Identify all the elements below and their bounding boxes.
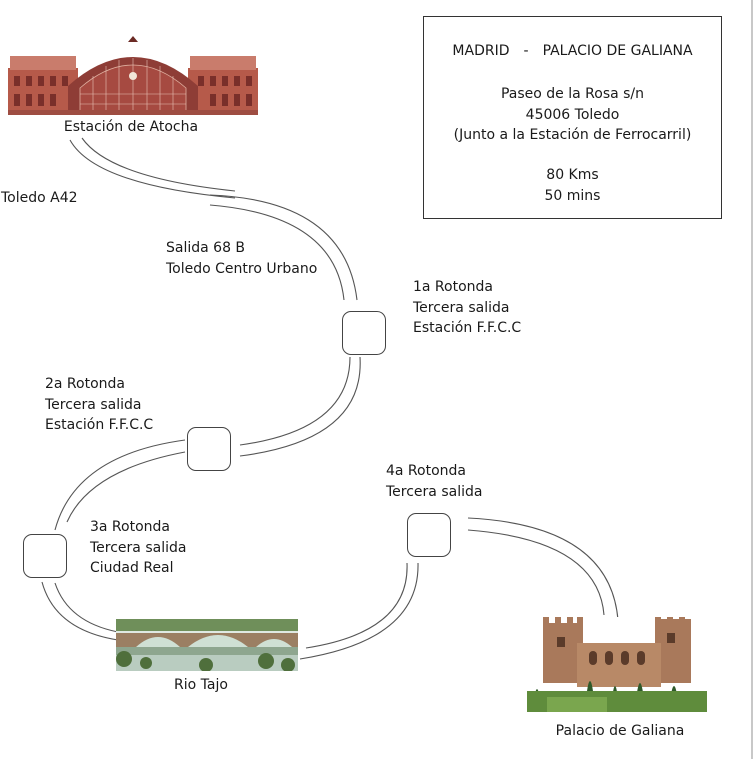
road-segment-r1-r2-outer <box>239 356 361 457</box>
info-address-line2: 45006 Toledo <box>525 106 620 123</box>
road-segment-exit-outer <box>209 204 345 301</box>
road-segment-a42-inner <box>81 137 236 192</box>
roundabout-4-label-line1: 4a Rotonda <box>386 463 466 479</box>
exit-label: Salida 68 B Toledo Centro Urbano <box>166 238 317 279</box>
road-segment-river-r4-outer <box>299 562 419 660</box>
roundabout-3-label-line2: Tercera salida <box>90 539 187 556</box>
roundabout-2-label-line2: Tercera salida <box>45 396 142 413</box>
atocha-station-image <box>8 36 258 115</box>
highway-label: Toledo A42 <box>1 190 78 206</box>
roundabout-3 <box>23 534 67 578</box>
roundabout-2-label: 2a Rotonda Tercera salida Estación F.F.C… <box>45 374 153 436</box>
road-segment-a42-outer <box>69 139 236 199</box>
road-segment-r3-river-outer <box>41 581 119 641</box>
roundabout-1-label: 1a Rotonda Tercera salida Estación F.F.C… <box>413 277 521 339</box>
info-address: Paseo de la Rosa s/n 45006 Toledo (Junto… <box>424 84 721 146</box>
palacio-galiana-image <box>527 617 707 712</box>
info-duration: 50 mins <box>544 187 601 204</box>
info-box: MADRID-PALACIO DE GALIANA Paseo de la Ro… <box>423 16 722 219</box>
destination-label: Palacio de Galiana <box>555 723 685 739</box>
roundabout-1-label-line1: 1a Rotonda <box>413 279 493 295</box>
roundabout-3-label-line3: Ciudad Real <box>90 560 174 576</box>
info-title-destination: PALACIO DE GALIANA <box>542 43 693 59</box>
road-segment-r2-r3-outer <box>54 439 186 531</box>
road-segment-river-r4-inner <box>305 562 408 649</box>
rio-tajo-bridge-image <box>116 619 298 671</box>
roundabout-4-label: 4a Rotonda Tercera salida <box>386 461 482 502</box>
info-address-line1: Paseo de la Rosa s/n <box>500 86 645 102</box>
info-trip: 80 Kms 50 mins <box>424 165 721 206</box>
exit-label-line1: Salida 68 B <box>166 240 246 256</box>
roundabout-3-label-line1: 3a Rotonda <box>90 519 170 535</box>
exit-label-line2: Toledo Centro Urbano <box>166 260 318 277</box>
info-title-origin: MADRID <box>452 43 510 59</box>
info-distance: 80 Kms <box>546 167 599 183</box>
road-segment-r2-r3-inner <box>66 451 186 523</box>
roundabout-4-label-line2: Tercera salida <box>386 483 483 500</box>
info-address-line3: (Junto a la Estación de Ferrocarril) <box>453 127 692 143</box>
road-segment-r4-palace-inner <box>467 529 605 616</box>
river-label: Rio Tajo <box>174 677 228 693</box>
roundabout-3-label: 3a Rotonda Tercera salida Ciudad Real <box>90 517 186 579</box>
road-segment-exit-inner <box>209 194 358 301</box>
road-segment-r1-r2-inner <box>239 356 351 446</box>
road-segment-r4-palace-outer <box>467 517 619 621</box>
roundabout-4 <box>407 513 451 557</box>
roundabout-1-label-line3: Estación F.F.C.C <box>413 320 522 336</box>
frame-edge <box>751 0 753 759</box>
roundabout-2 <box>187 427 231 471</box>
roundabout-1 <box>342 311 386 355</box>
info-title: MADRID-PALACIO DE GALIANA <box>424 43 721 59</box>
roundabout-1-label-line2: Tercera salida <box>413 299 510 316</box>
info-title-separator: - <box>523 43 529 59</box>
roundabout-2-label-line3: Estación F.F.C.C <box>45 417 154 433</box>
roundabout-2-label-line1: 2a Rotonda <box>45 376 125 392</box>
road-segment-r3-river-inner <box>54 582 119 633</box>
atocha-label: Estación de Atocha <box>63 119 199 135</box>
